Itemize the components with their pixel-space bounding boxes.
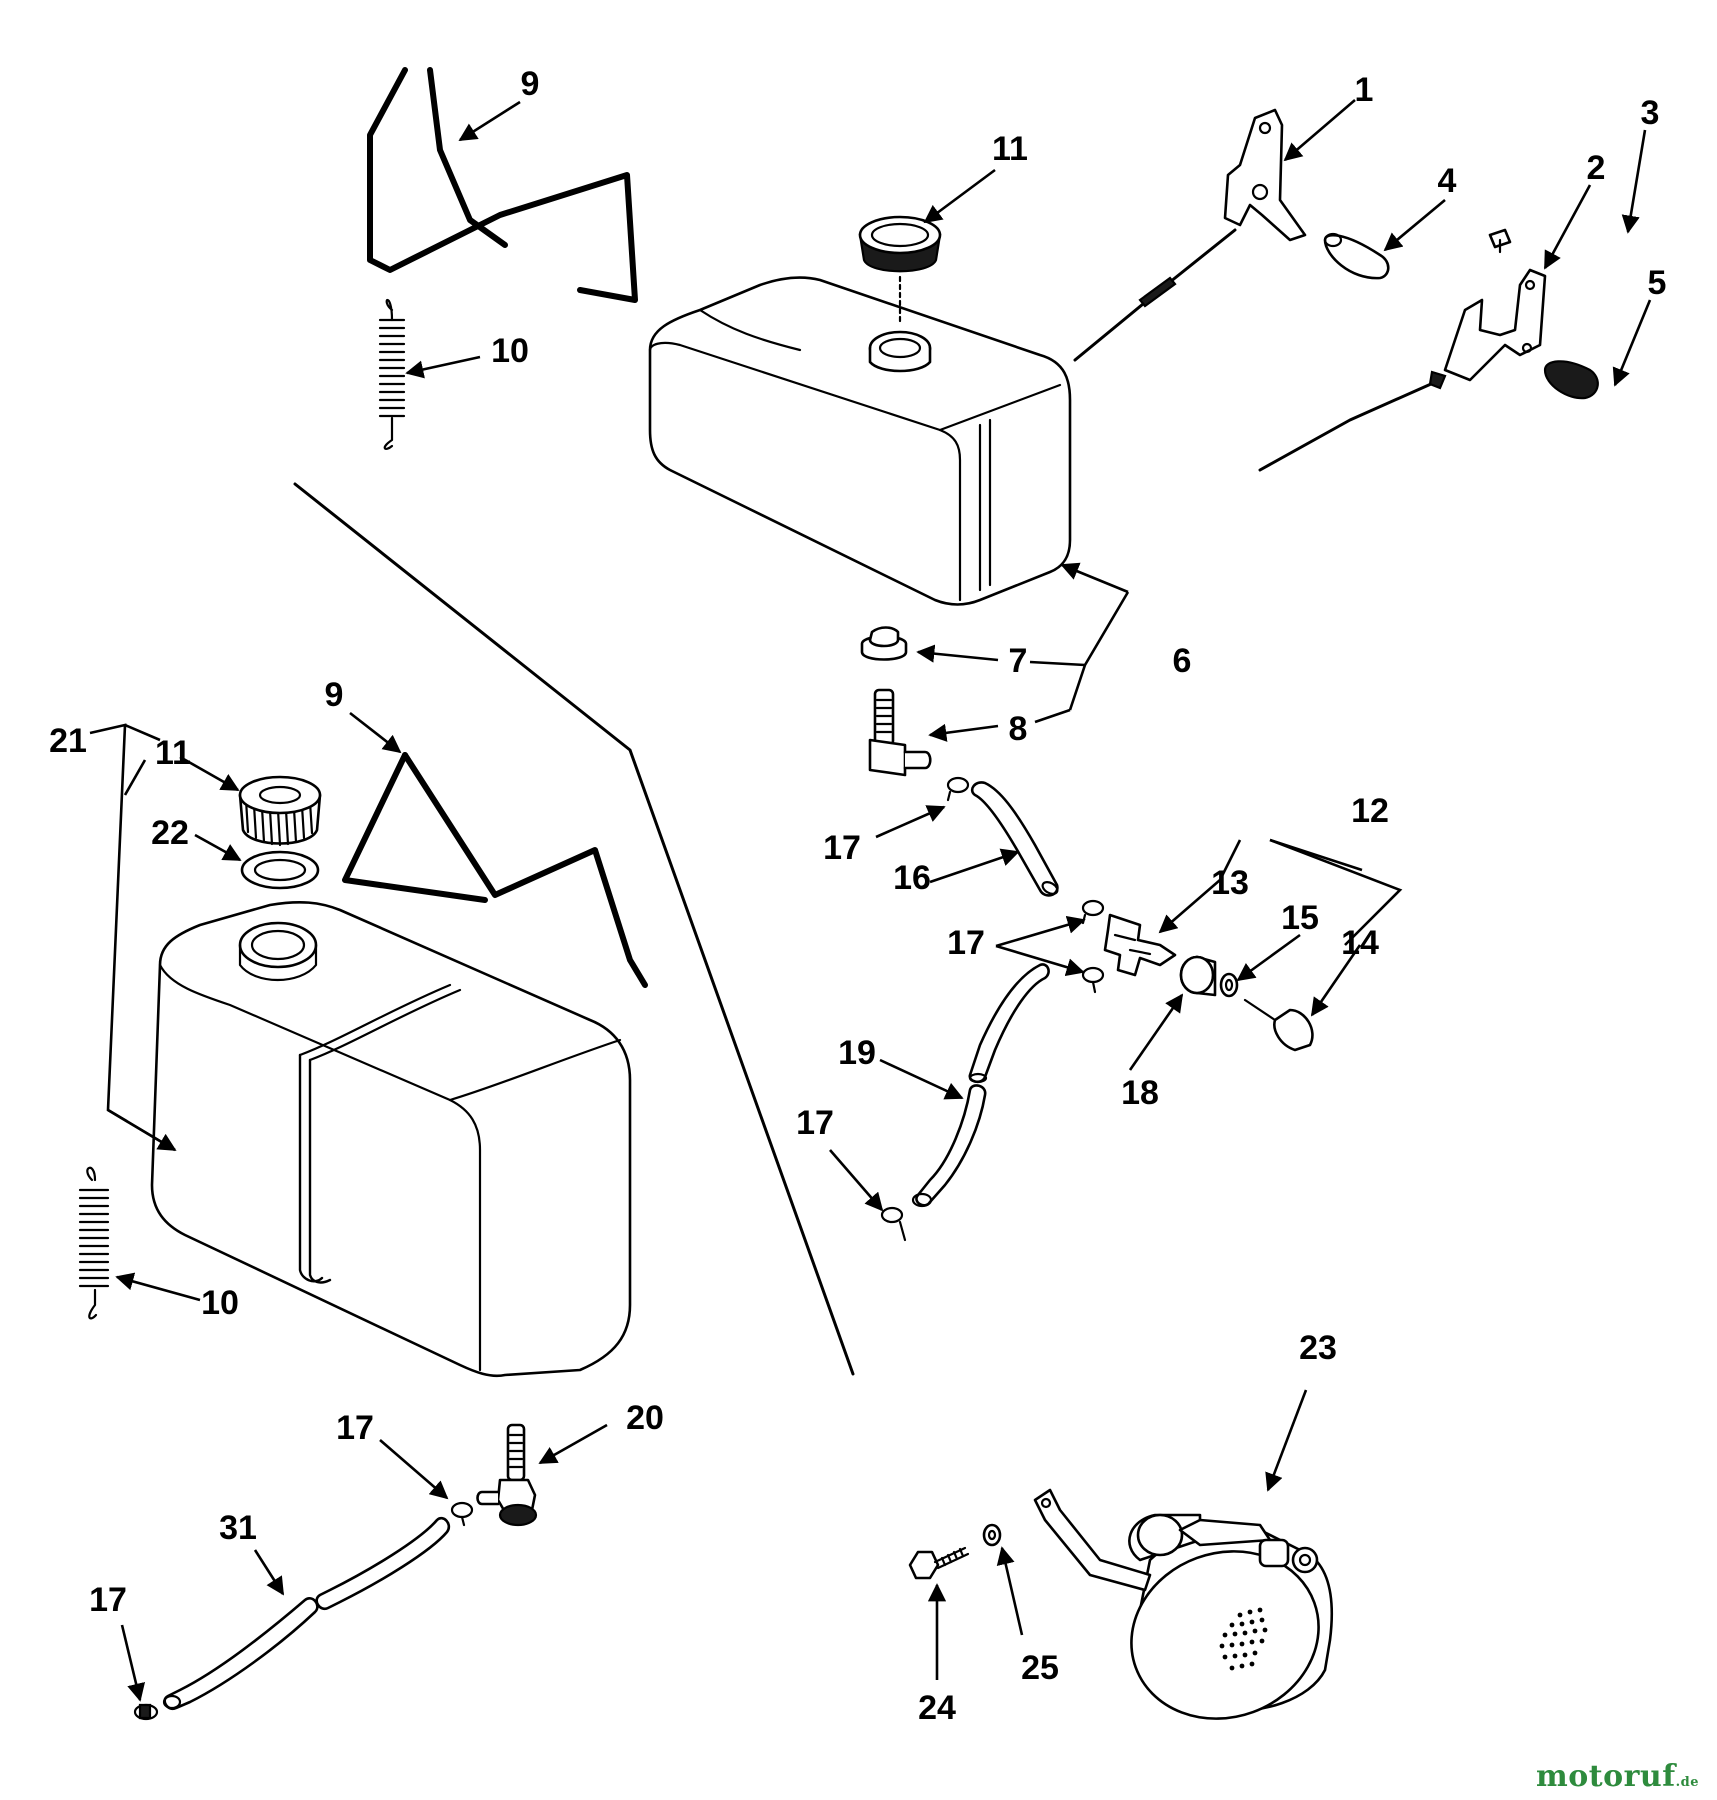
leader-lines <box>89 99 1652 1702</box>
callout-21: 21 <box>49 722 87 760</box>
callout-17-b: 17 <box>947 924 985 962</box>
screw-3 <box>1488 228 1512 254</box>
callout-31: 31 <box>219 1509 257 1547</box>
hose-clamp-b <box>1081 899 1105 925</box>
fuel-tank-lower <box>150 900 632 1378</box>
choke-lever-2 <box>1258 268 1547 472</box>
watermark-suffix: .de <box>1675 1775 1699 1790</box>
bolt-24 <box>908 1546 970 1580</box>
callout-11-upper: 11 <box>992 130 1028 168</box>
fuel-hose-19 <box>968 963 1050 1084</box>
callout-6: 6 <box>1173 642 1192 680</box>
hose-clamp-e <box>450 1501 474 1527</box>
callout-17-d: 17 <box>336 1409 374 1447</box>
callout-13: 13 <box>1211 864 1249 902</box>
callout-8: 8 <box>1009 710 1028 748</box>
washer-15 <box>1219 972 1239 998</box>
callout-10-lower: 10 <box>201 1284 239 1322</box>
callout-15: 15 <box>1281 899 1319 937</box>
gasket-22 <box>240 850 320 890</box>
tank-bracket-lower <box>342 752 648 988</box>
callout-14: 14 <box>1341 924 1379 962</box>
callout-22: 22 <box>151 814 189 852</box>
callout-17-c: 17 <box>796 1104 834 1142</box>
callout-7: 7 <box>1009 642 1028 680</box>
callout-1: 1 <box>1355 71 1374 109</box>
fuel-cap-lower <box>238 775 322 847</box>
callout-17-a: 17 <box>823 829 861 867</box>
watermark-brand: motoruf <box>1535 1759 1676 1794</box>
callout-9-upper: 9 <box>521 65 540 103</box>
tee-fitting-13 <box>1103 913 1177 977</box>
knob-4 <box>1323 232 1390 280</box>
hose-clamp-d <box>880 1206 907 1242</box>
knob-5 <box>1543 360 1599 400</box>
grommet-7 <box>860 626 908 661</box>
shutoff-valve-8 <box>868 688 932 777</box>
callout-10-upper: 10 <box>491 332 529 370</box>
hose-clamp-a <box>946 776 970 802</box>
callout-24: 24 <box>918 1689 956 1727</box>
fuel-hose-19b <box>911 1084 987 1208</box>
fuel-cap-upper <box>858 215 942 327</box>
fuel-hose-16 <box>970 781 1059 897</box>
callout-18: 18 <box>1121 1074 1159 1112</box>
callout-25: 25 <box>1021 1649 1059 1687</box>
callout-23: 23 <box>1299 1329 1337 1367</box>
washer-25 <box>982 1523 1002 1547</box>
callout-numbers: 1 2 3 4 5 6 7 8 9 9 10 10 11 11 12 13 14… <box>49 65 1666 1727</box>
shutoff-knob-14 <box>1243 998 1314 1052</box>
fuel-hose-31 <box>162 1516 451 1711</box>
callout-9-lower: 9 <box>325 676 344 714</box>
callout-16: 16 <box>893 859 931 897</box>
callout-11-lower: 11 <box>155 734 191 772</box>
hose-clamp-c <box>1081 966 1105 994</box>
tank-bracket-upper <box>367 67 638 303</box>
throttle-lever-1 <box>1073 108 1307 362</box>
shutoff-valve-20 <box>476 1423 538 1527</box>
spring-lower <box>78 1166 110 1320</box>
callout-5: 5 <box>1648 264 1667 302</box>
callout-2: 2 <box>1587 149 1606 187</box>
callout-17-e: 17 <box>89 1581 127 1619</box>
callout-19: 19 <box>838 1034 876 1072</box>
watermark-logo: motoruf.de <box>1536 1759 1699 1794</box>
fuel-tank-upper <box>648 276 1072 606</box>
muffler-23 <box>1033 1488 1334 1720</box>
callout-3: 3 <box>1641 94 1660 132</box>
spring-upper <box>378 298 406 450</box>
hose-clamp-f <box>133 1703 159 1721</box>
callout-20: 20 <box>626 1399 664 1437</box>
bushing-18 <box>1179 955 1217 997</box>
callout-4: 4 <box>1438 162 1457 200</box>
callout-12: 12 <box>1351 792 1389 830</box>
divider-line <box>293 482 855 1376</box>
